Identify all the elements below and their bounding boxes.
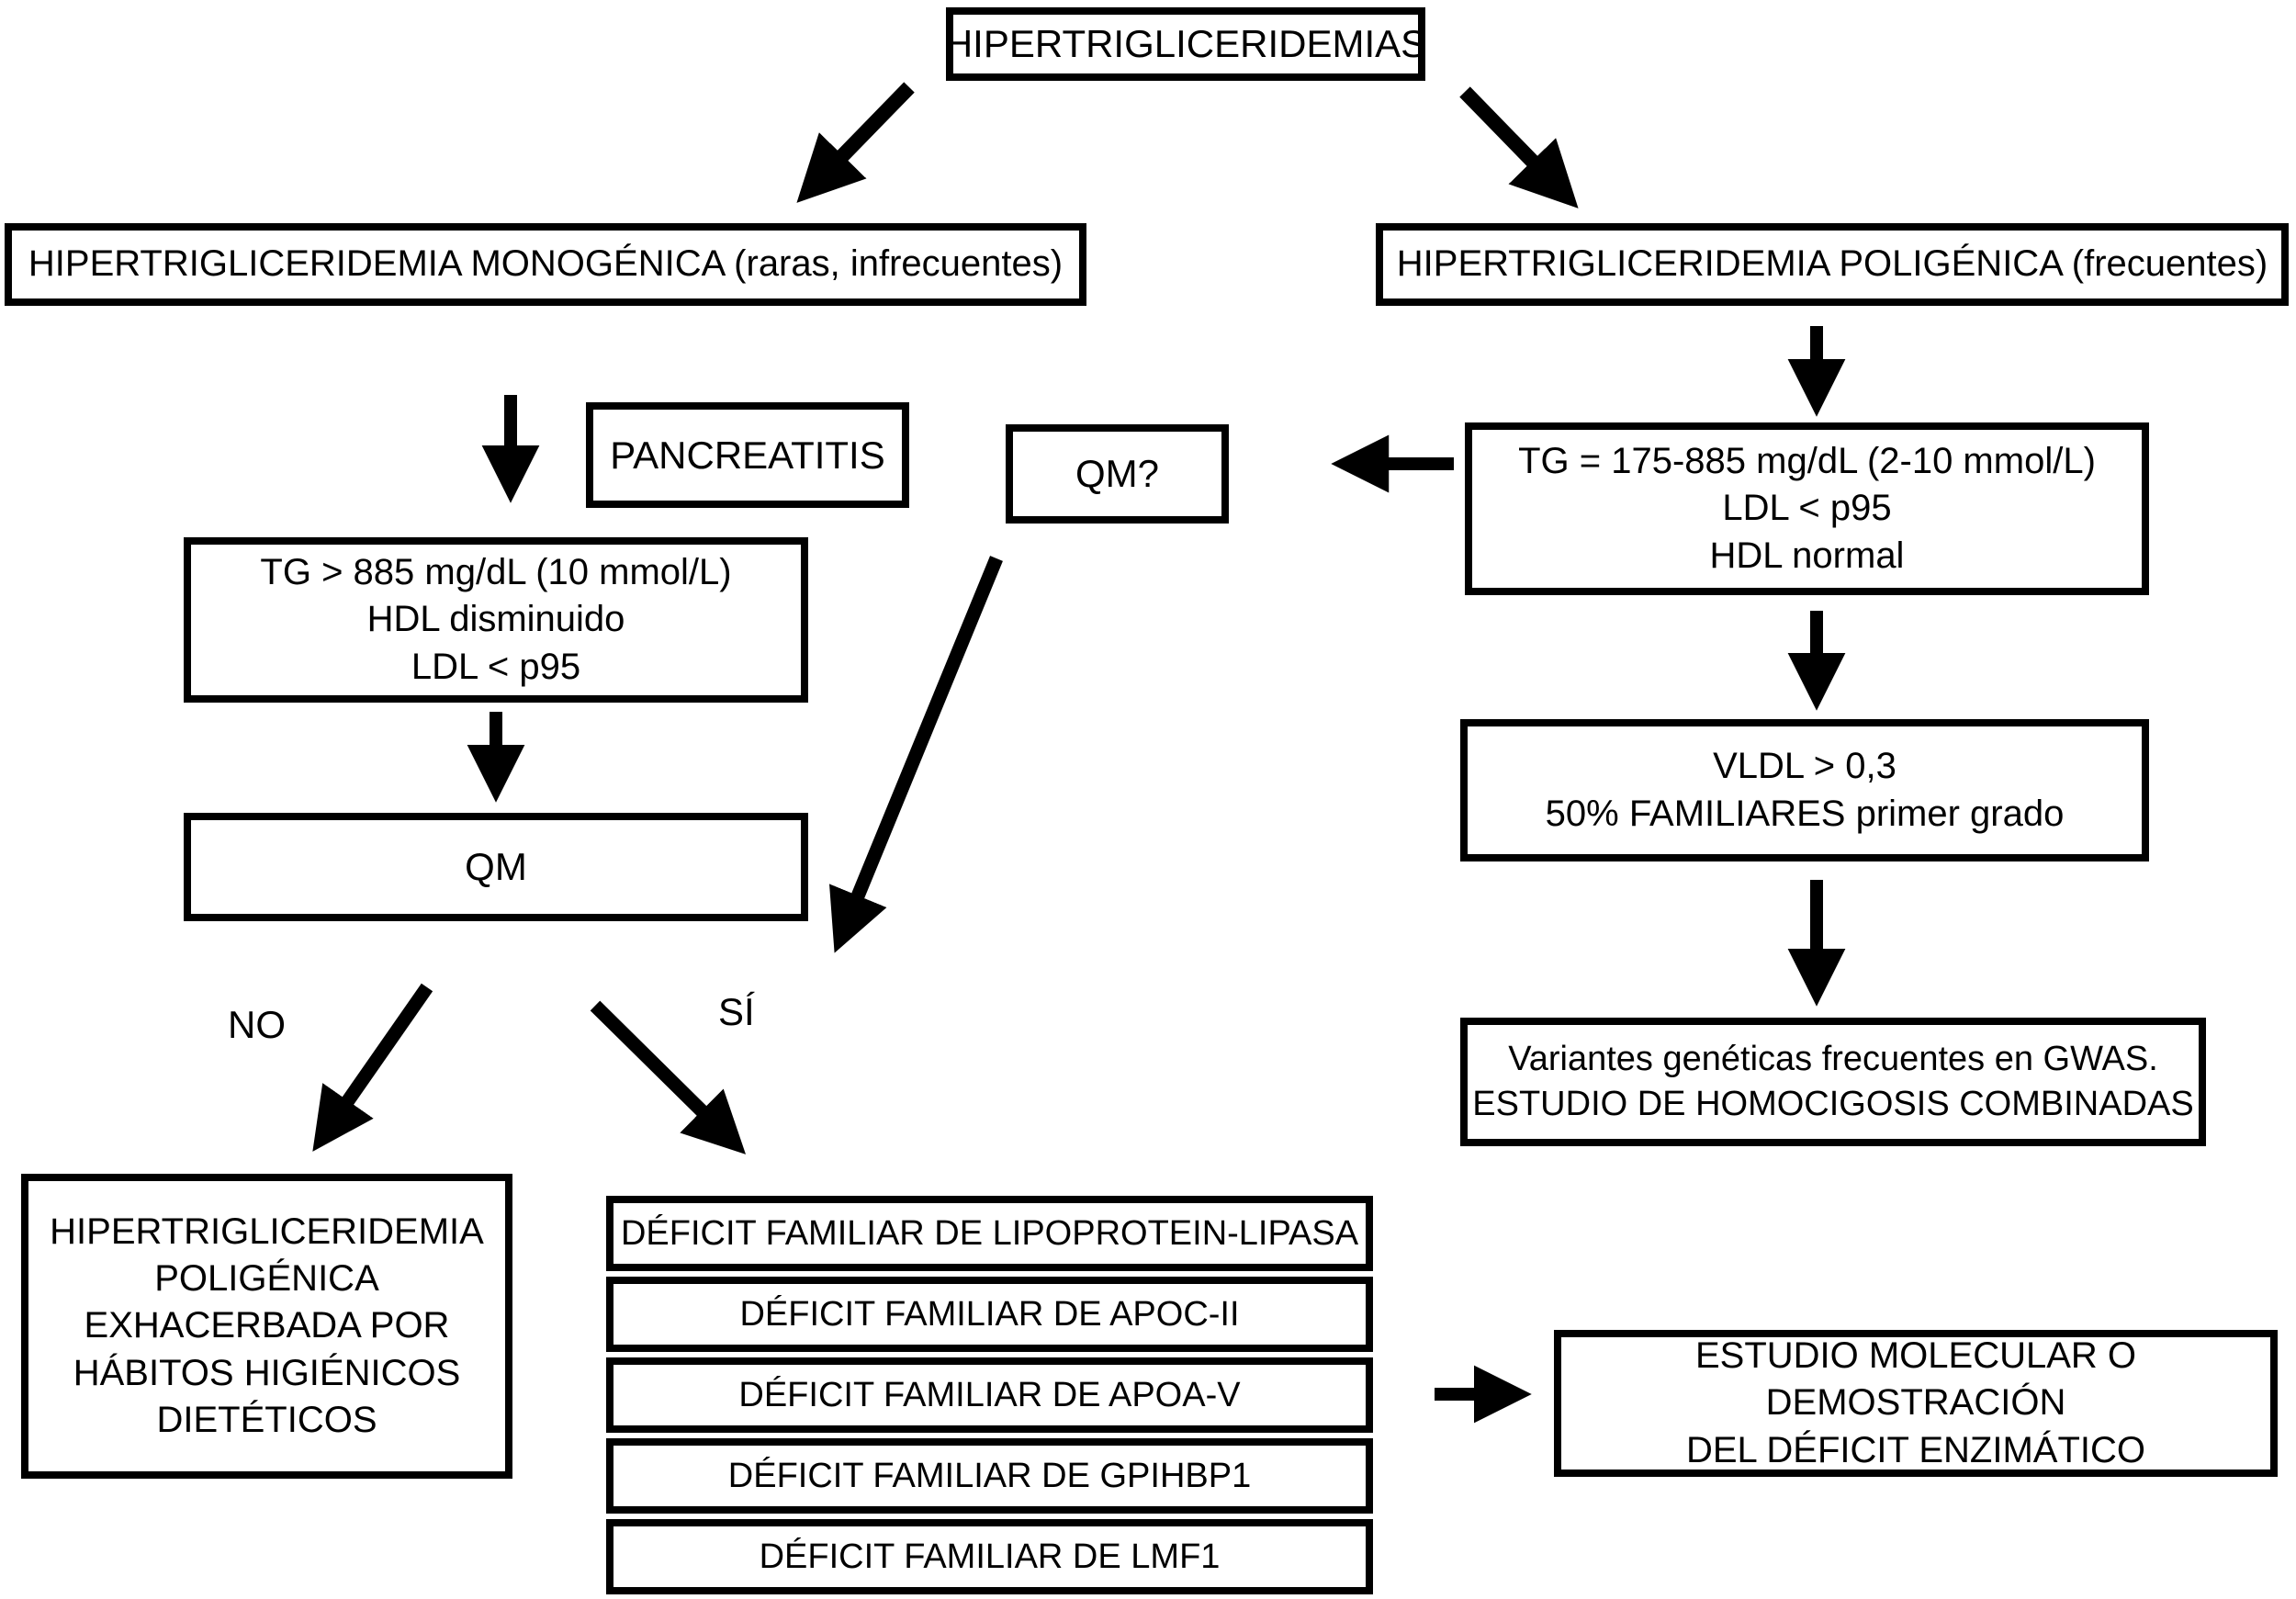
- arrow-qm-question-to-qm: [829, 556, 1003, 953]
- arrow-root-to-monogenica: [796, 82, 915, 203]
- node-monogenica-label: HIPERTRIGLICERIDEMIA MONOGÉNICA (raras, …: [28, 243, 1064, 285]
- branch-label-no: NO: [228, 1003, 286, 1046]
- node-poligenica-exacerbada: HIPERTRIGLICERIDEMIA POLIGÉNICA EXHACERB…: [21, 1174, 512, 1479]
- node-deficit-apoa-v: DÉFICIT FAMILIAR DE APOA-V: [606, 1357, 1373, 1433]
- estudio-line-1: ESTUDIO MOLECULAR O DEMOSTRACIÓN: [1694, 1335, 2137, 1424]
- deficit-apoc-ii-label: DÉFICIT FAMILIAR DE APOC-II: [739, 1294, 1240, 1334]
- deficit-lmf1-label: DÉFICIT FAMILIAR DE LMF1: [759, 1537, 1221, 1576]
- node-hipertrigliceridemias-label: HIPERTRIGLICERIDEMIAS: [944, 22, 1427, 66]
- vldl-line-2: 50% FAMILIARES primer grado: [1545, 793, 2065, 834]
- tg-monogenica-line-3: LDL < p95: [411, 646, 581, 687]
- vldl-line-1: VLDL > 0,3: [1713, 746, 1896, 787]
- arrow-root-to-poligenica: [1459, 86, 1579, 208]
- branch-label-si: SÍ: [718, 990, 755, 1033]
- exacerbada-line-3: EXHACERBADA POR: [84, 1305, 450, 1346]
- node-tg-monogenica: TG > 885 mg/dL (10 mmol/L) HDL disminuid…: [184, 537, 808, 703]
- deficit-gpihbp1-label: DÉFICIT FAMILIAR DE GPIHBP1: [727, 1456, 1252, 1495]
- node-qm-question: QM?: [1006, 424, 1229, 524]
- node-monogenica: HIPERTRIGLICERIDEMIA MONOGÉNICA (raras, …: [5, 223, 1086, 306]
- node-qm-question-label: QM?: [1075, 452, 1159, 496]
- tg-monogenica-line-1: TG > 885 mg/dL (10 mmol/L): [260, 552, 732, 593]
- tg-poligenica-line-3: HDL normal: [1709, 535, 1905, 576]
- node-vldl: VLDL > 0,3 50% FAMILIARES primer grado: [1460, 719, 2149, 861]
- deficit-apoa-v-label: DÉFICIT FAMILIAR DE APOA-V: [738, 1375, 1241, 1414]
- exacerbada-line-1: HIPERTRIGLICERIDEMIA: [50, 1211, 484, 1253]
- node-poligenica: HIPERTRIGLICERIDEMIA POLIGÉNICA (frecuen…: [1376, 223, 2289, 306]
- node-tg-poligenica: TG = 175-885 mg/dL (2-10 mmol/L) LDL < p…: [1465, 422, 2149, 595]
- node-estudio-molecular: ESTUDIO MOLECULAR O DEMOSTRACIÓN DEL DÉF…: [1554, 1330, 2278, 1477]
- variantes-line-1: Variantes genéticas frecuentes en GWAS.: [1508, 1040, 2158, 1079]
- tg-poligenica-line-2: LDL < p95: [1722, 488, 1892, 529]
- arrow-qm-no-branch: [312, 983, 433, 1152]
- estudio-line-2: DEL DÉFICIT ENZIMÁTICO: [1685, 1429, 2146, 1470]
- tg-monogenica-line-2: HDL disminuido: [366, 599, 625, 640]
- tg-poligenica-line-1: TG = 175-885 mg/dL (2-10 mmol/L): [1518, 441, 2096, 482]
- node-pancreatitis: PANCREATITIS: [586, 402, 909, 508]
- exacerbada-line-2: POLIGÉNICA: [154, 1258, 379, 1300]
- node-pancreatitis-label: PANCREATITIS: [610, 433, 885, 477]
- node-qm: QM: [184, 813, 808, 921]
- node-deficit-gpihbp1: DÉFICIT FAMILIAR DE GPIHBP1: [606, 1438, 1373, 1514]
- node-deficit-apoc-ii: DÉFICIT FAMILIAR DE APOC-II: [606, 1277, 1373, 1352]
- node-deficit-lipoprotein-lipasa: DÉFICIT FAMILIAR DE LIPOPROTEIN-LIPASA: [606, 1196, 1373, 1271]
- arrow-qm-si-branch: [590, 1000, 747, 1154]
- node-variantes-gwas: Variantes genéticas frecuentes en GWAS. …: [1460, 1018, 2206, 1146]
- exacerbada-line-5: DIETÉTICOS: [156, 1399, 377, 1440]
- node-deficit-lmf1: DÉFICIT FAMILIAR DE LMF1: [606, 1519, 1373, 1594]
- node-hipertrigliceridemias: HIPERTRIGLICERIDEMIAS: [944, 7, 1427, 81]
- node-qm-label: QM: [465, 845, 527, 889]
- exacerbada-line-4: HÁBITOS HIGIÉNICOS: [73, 1352, 461, 1393]
- node-poligenica-label: HIPERTRIGLICERIDEMIA POLIGÉNICA (frecuen…: [1396, 243, 2268, 285]
- deficit-lipoprotein-lipasa-label: DÉFICIT FAMILIAR DE LIPOPROTEIN-LIPASA: [620, 1213, 1359, 1253]
- variantes-line-2: ESTUDIO DE HOMOCIGOSIS COMBINADAS: [1472, 1085, 2194, 1123]
